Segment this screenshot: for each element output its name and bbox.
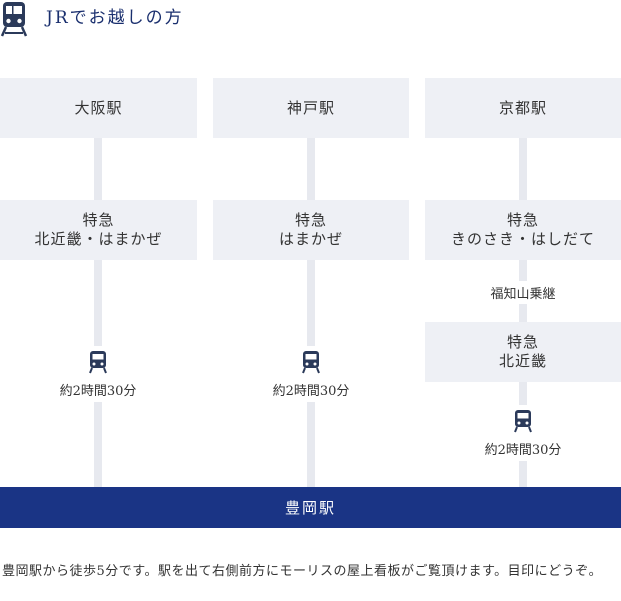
express-label: 特急	[506, 211, 539, 229]
express-box-kyoto: 特急 きのさき・はしだて	[425, 200, 621, 260]
express-box-osaka: 特急 北近畿・はまかぜ	[0, 200, 197, 260]
origin-label: 神戸駅	[286, 98, 335, 117]
train-icon	[514, 409, 532, 432]
express-name: 北近畿	[498, 352, 547, 370]
express-box-kobe: 特急 はまかぜ	[213, 200, 409, 260]
duration-group-kobe: 約2時間30分	[261, 346, 361, 402]
origin-box-kyoto: 京都駅	[425, 78, 621, 138]
train-icon	[302, 350, 320, 373]
duration-text: 約2時間30分	[484, 442, 562, 458]
transfer-label: 福知山乗継	[473, 281, 573, 304]
route-line-kyoto	[519, 138, 527, 488]
express-label: 特急	[506, 333, 539, 351]
route-line-kobe	[307, 138, 315, 488]
destination-bar: 豊岡駅	[0, 487, 621, 528]
express-name: 北近畿・はまかぜ	[34, 230, 163, 248]
origin-label: 京都駅	[498, 98, 547, 117]
route-line-osaka	[94, 138, 102, 488]
express-name: きのさき・はしだて	[450, 230, 595, 248]
express-label: 特急	[294, 211, 327, 229]
express-label: 特急	[82, 211, 115, 229]
duration-text: 約2時間30分	[59, 383, 137, 399]
page-title: JRでお越しの方	[46, 8, 184, 28]
duration-text: 約2時間30分	[272, 383, 350, 399]
express-name: はまかぜ	[278, 230, 343, 248]
origin-label: 大阪駅	[74, 98, 123, 117]
train-icon	[89, 350, 107, 373]
express-box-kyoto-2: 特急 北近畿	[425, 322, 621, 382]
access-note: 豊岡駅から徒歩5分です。駅を出て右側前方にモーリスの屋上看板がご覧頂けます。目印…	[2, 564, 603, 579]
duration-group-kyoto: 約2時間30分	[473, 405, 573, 461]
origin-box-osaka: 大阪駅	[0, 78, 197, 138]
origin-box-kobe: 神戸駅	[213, 78, 409, 138]
duration-group-osaka: 約2時間30分	[48, 346, 148, 402]
train-icon	[0, 2, 28, 37]
destination-label: 豊岡駅	[284, 499, 336, 517]
